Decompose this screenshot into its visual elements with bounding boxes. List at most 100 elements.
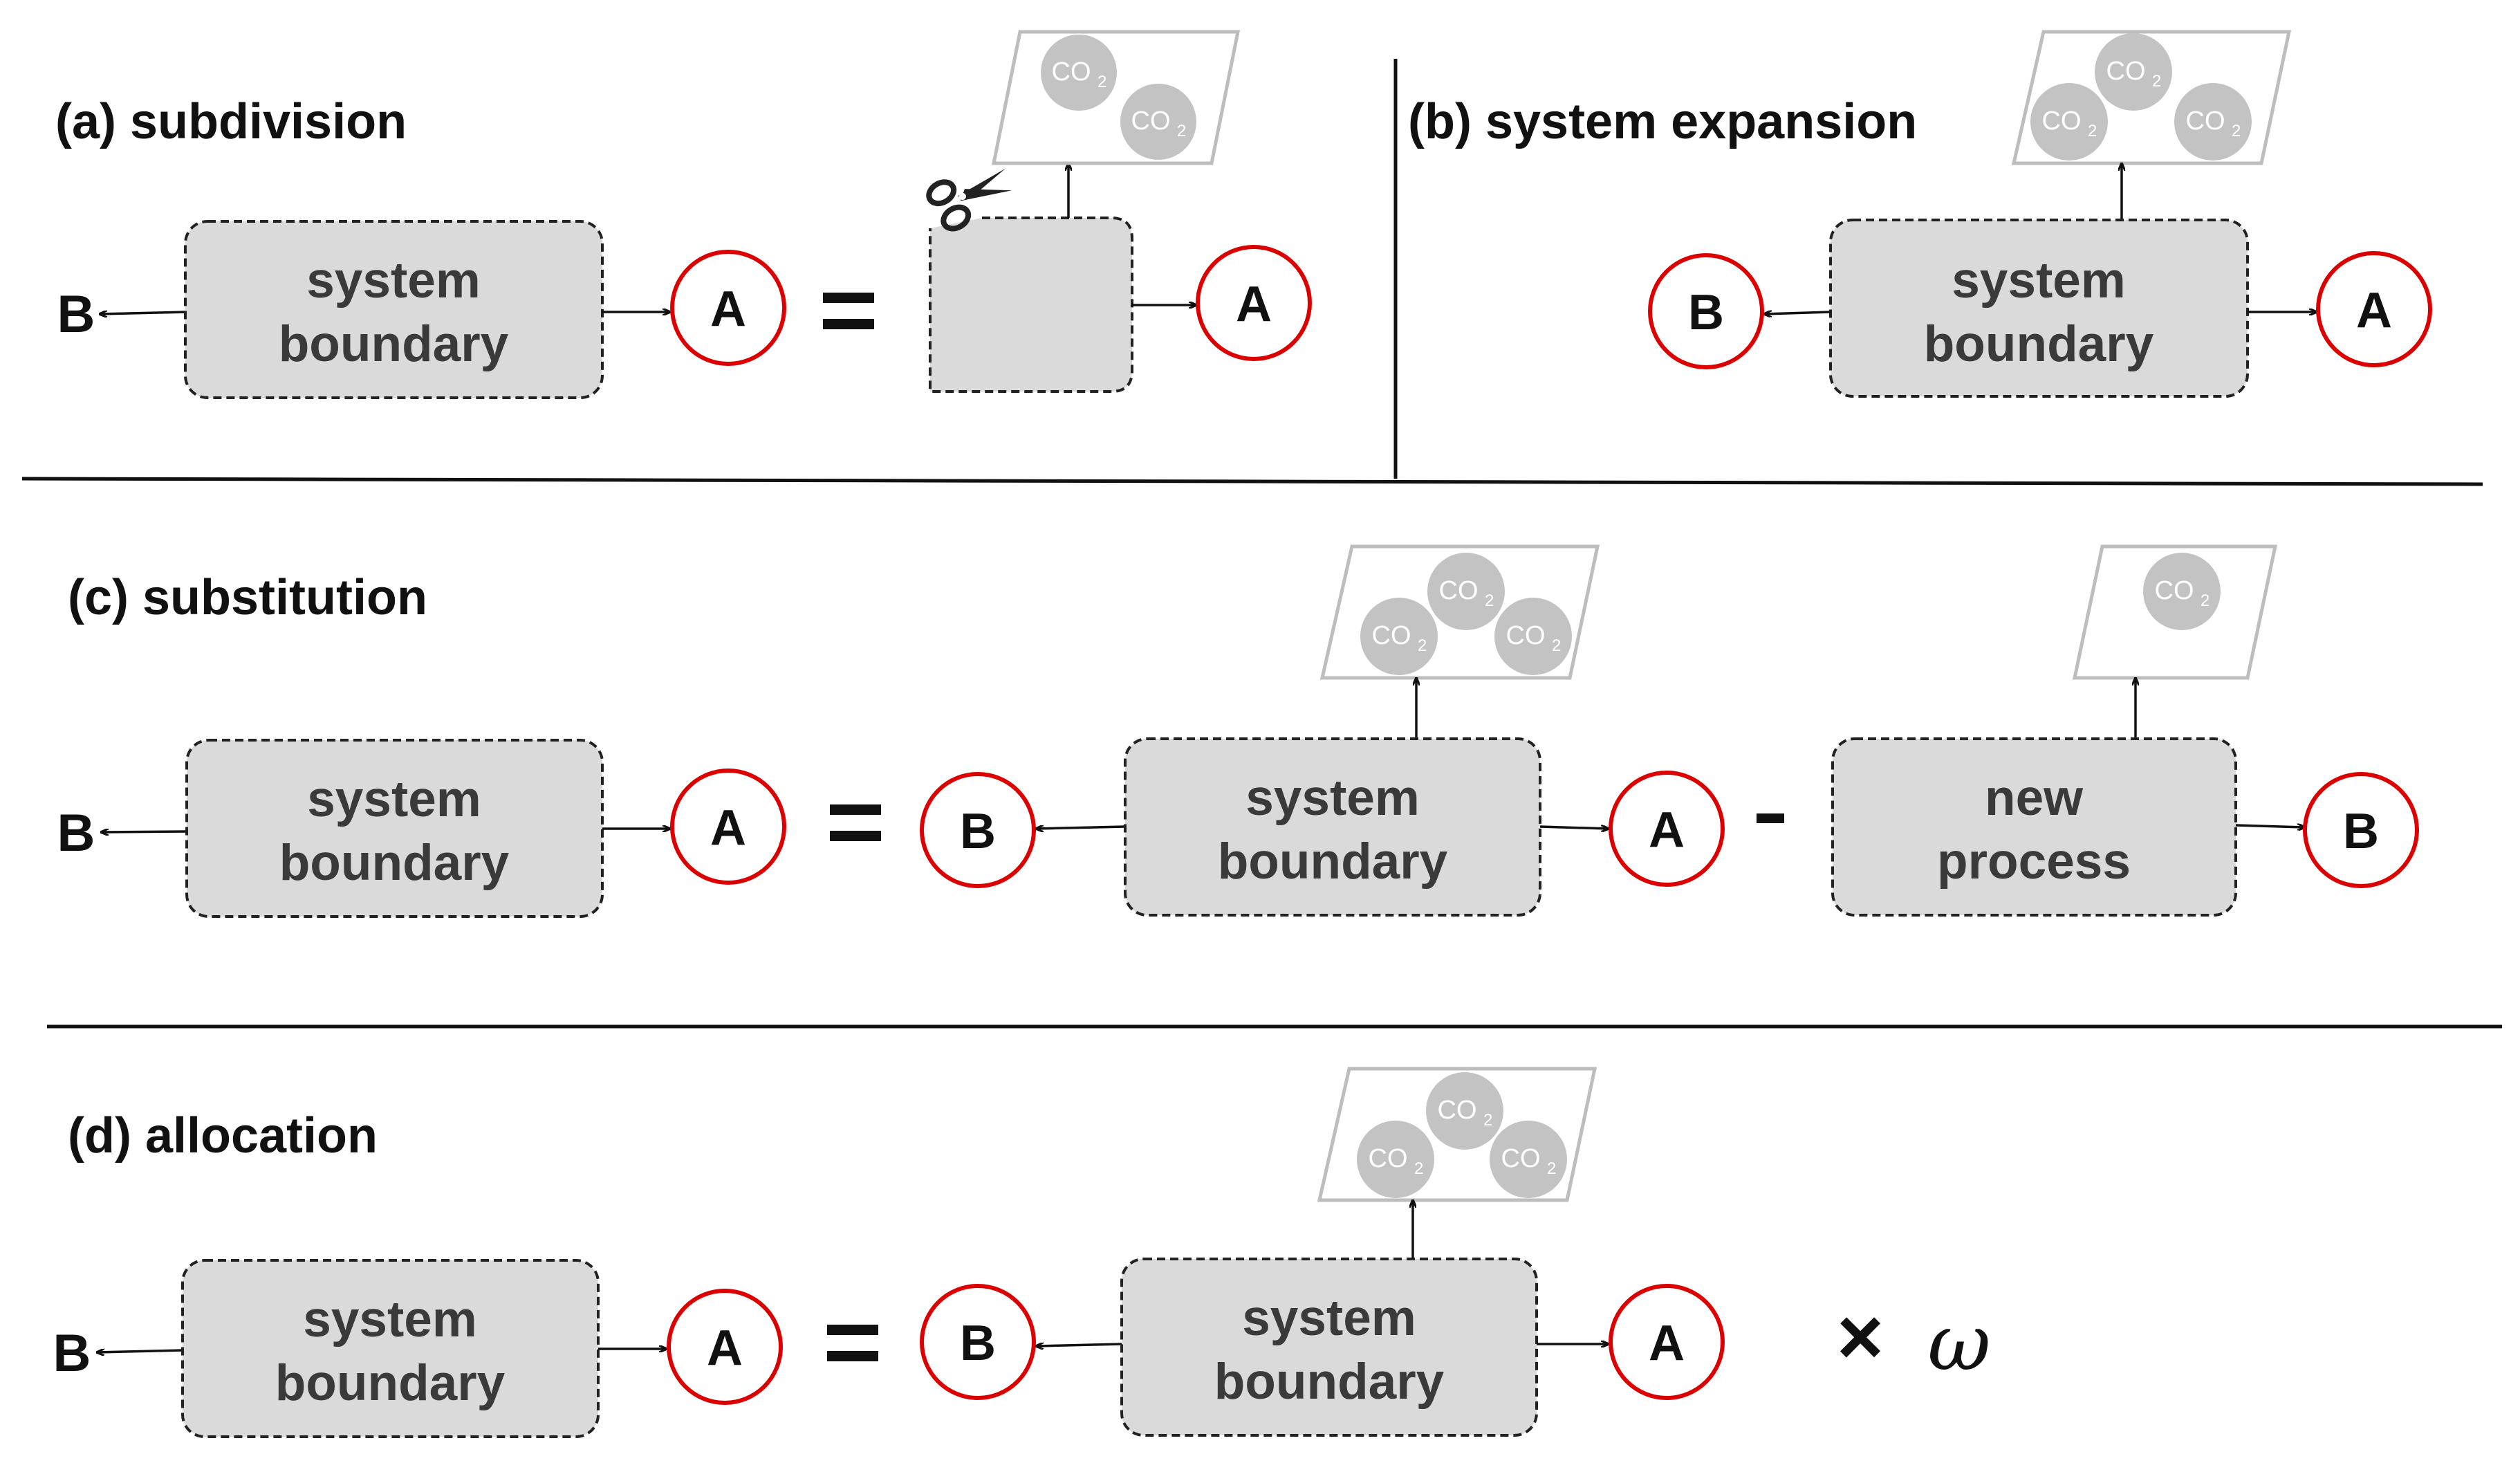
product-b-label: B — [53, 1324, 91, 1383]
svg-text:2: 2 — [1552, 636, 1561, 655]
system-boundary-line2: boundary — [279, 316, 509, 372]
product-a-label: A — [1236, 277, 1272, 332]
equals-sign — [830, 804, 881, 841]
co2-bubble — [2030, 83, 2108, 160]
svg-text:CO: CO — [2106, 57, 2146, 86]
emission-box-2co2: CO 2 CO 2 — [991, 30, 1241, 165]
panel-c-substitution: (c) substitution B system boundary A B C… — [57, 544, 2419, 918]
co2-bubble — [1357, 1121, 1434, 1198]
system-boundary-line2: boundary — [1214, 1354, 1445, 1410]
product-b-label: B — [960, 804, 996, 859]
product-b-circle — [920, 1284, 1036, 1400]
product-b-label: B — [57, 804, 95, 863]
product-a-circle — [1609, 771, 1725, 887]
svg-text:2: 2 — [1483, 1111, 1492, 1130]
system-boundary-box — [1829, 219, 2249, 398]
arrow-to-b — [1036, 1344, 1122, 1346]
system-boundary-line1: system — [1952, 252, 2126, 309]
svg-text:CO: CO — [1131, 107, 1171, 136]
co2-bubble — [1041, 35, 1117, 111]
system-boundary-box — [181, 1259, 600, 1438]
product-a-label: A — [1649, 802, 1685, 858]
product-a-circle — [667, 1289, 783, 1405]
svg-text:CO: CO — [1501, 1144, 1541, 1173]
system-boundary-line2: boundary — [279, 835, 510, 891]
product-a-circle — [1609, 1284, 1725, 1400]
co2-bubble — [1120, 84, 1196, 160]
panel-a-title: (a) subdivision — [55, 94, 407, 149]
arrow-to-b — [2235, 825, 2305, 827]
system-boundary-box — [1120, 1258, 1538, 1437]
svg-text:2: 2 — [1177, 122, 1186, 140]
product-b-circle — [2303, 772, 2419, 888]
product-b-circle — [1648, 253, 1764, 369]
svg-text:2: 2 — [2232, 122, 2241, 140]
panel-c-title: (c) substitution — [68, 570, 427, 625]
arrow-to-b — [100, 312, 186, 314]
system-boundary-line1: system — [306, 252, 481, 309]
equals-sign — [823, 293, 874, 329]
co2-bubble — [1426, 1072, 1503, 1150]
svg-text:2: 2 — [1414, 1159, 1423, 1178]
product-a-circle — [1196, 245, 1312, 361]
arrow-to-a — [1539, 827, 1609, 829]
svg-text:CO: CO — [1439, 576, 1479, 605]
emission-box-3co2: CO 2 CO 2 CO 2 — [2011, 30, 2292, 165]
co2-bubble — [2143, 553, 2221, 630]
allocation-factor-omega: ω — [1927, 1298, 1990, 1388]
svg-text:2: 2 — [2152, 72, 2161, 91]
arrow-to-b — [1764, 312, 1831, 314]
product-b-label: B — [960, 1316, 996, 1371]
panel-d-allocation: (d) allocation B system boundary A B CO … — [53, 1067, 1991, 1438]
svg-text:CO: CO — [1369, 1144, 1408, 1173]
svg-text:CO: CO — [1506, 621, 1546, 650]
arrow-to-b — [1036, 827, 1126, 829]
product-a-label: A — [707, 1321, 743, 1376]
product-a-label: A — [710, 800, 746, 856]
product-a-label: A — [710, 282, 746, 337]
new-process-box — [1831, 737, 2237, 917]
scissors-icon — [926, 168, 1012, 232]
system-boundary-line2: boundary — [1218, 834, 1448, 890]
svg-text:2: 2 — [2088, 122, 2097, 140]
product-b-label: B — [2343, 804, 2379, 859]
panel-b-system-expansion: (b) system expansion CO 2 CO 2 CO 2 syst… — [1408, 30, 2432, 398]
svg-text:2: 2 — [1485, 591, 1494, 610]
co2-bubble — [2095, 33, 2172, 111]
emission-box-3co2: CO 2 CO 2 CO 2 — [1319, 544, 1600, 680]
system-boundary-line1: system — [303, 1291, 477, 1347]
co2-bubble — [1427, 553, 1505, 630]
new-process-line2: process — [1937, 834, 2131, 890]
product-a-circle — [670, 250, 786, 366]
product-a-label: A — [1649, 1316, 1685, 1371]
system-boundary-box — [185, 739, 604, 918]
svg-text:2: 2 — [1547, 1159, 1556, 1178]
minus-sign — [1757, 813, 1784, 823]
emission-box-1co2: CO 2 — [2072, 544, 2278, 680]
subdivided-process-box — [929, 217, 1133, 393]
panel-b-title: (b) system expansion — [1408, 94, 1917, 149]
svg-text:2: 2 — [2201, 591, 2209, 610]
co2-bubble — [2174, 83, 2252, 160]
panel-a-subdivision: (a) subdivision B system boundary A CO 2 — [55, 30, 1312, 399]
horizontal-divider-1 — [21, 477, 2483, 486]
system-boundary-line1: system — [1242, 1290, 1416, 1346]
arrow-to-b — [101, 831, 187, 832]
equals-sign — [827, 1325, 878, 1361]
svg-text:2: 2 — [1097, 73, 1106, 91]
svg-text:CO: CO — [2186, 107, 2225, 136]
svg-text:CO: CO — [1372, 621, 1411, 650]
svg-text:CO: CO — [1438, 1096, 1477, 1125]
product-b-label: B — [1688, 285, 1724, 340]
co2-bubble — [1494, 598, 1572, 675]
system-boundary-line2: boundary — [1924, 316, 2154, 372]
svg-text:2: 2 — [1418, 636, 1427, 655]
svg-text:CO: CO — [2155, 576, 2194, 605]
system-boundary-line1: system — [1245, 770, 1420, 826]
system-boundary-line2: boundary — [275, 1355, 506, 1411]
new-process-line1: new — [1985, 770, 2083, 826]
product-a-circle — [2316, 251, 2432, 367]
system-boundary-box — [1124, 737, 1541, 917]
svg-text:CO: CO — [1052, 57, 1091, 86]
